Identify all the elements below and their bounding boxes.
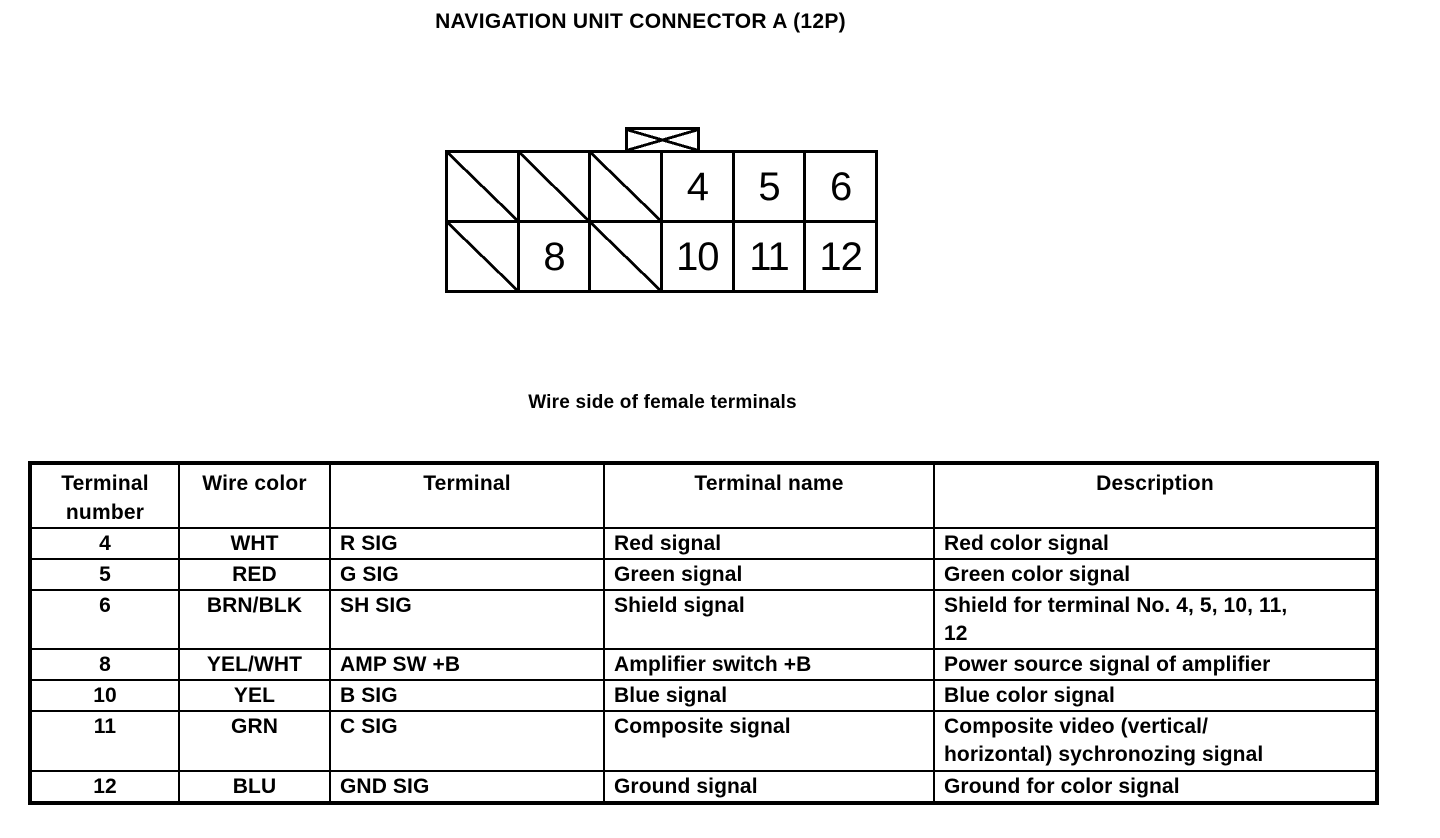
col-header-description: Description	[933, 462, 1378, 529]
cell-terminal: GND SIG	[329, 770, 605, 804]
diagram-caption: Wire side of female terminals	[528, 392, 797, 413]
pin-cell-5: 5	[734, 153, 804, 220]
cell-terminal-name: Composite signal	[603, 710, 935, 772]
cell-description: Green color signal	[933, 558, 1378, 591]
terminal-description-table: Terminal number Wire color Terminal Term…	[28, 461, 1379, 805]
pin-cell-4: 4	[662, 153, 732, 220]
pin-cell-unused	[591, 153, 660, 220]
col-header-terminal: Terminal	[329, 462, 605, 529]
cell-terminal: R SIG	[329, 527, 605, 560]
pin-cell-8: 8	[519, 223, 589, 290]
table-row: 10 YEL B SIG Blue signal Blue color sign…	[29, 679, 1378, 712]
cell-terminal-number: 5	[29, 558, 180, 591]
cell-description: Power source signal of amplifier	[933, 648, 1378, 681]
table-row: 4 WHT R SIG Red signal Red color signal	[29, 527, 1378, 560]
cell-wire-color: YEL	[178, 679, 331, 712]
table-row: 12 BLU GND SIG Ground signal Ground for …	[29, 770, 1378, 804]
cell-wire-color: BRN/BLK	[178, 589, 331, 650]
pin-cell-unused	[448, 223, 517, 290]
pin-cell-12: 12	[806, 223, 875, 290]
cell-terminal-number: 11	[29, 710, 180, 772]
cell-wire-color: GRN	[178, 710, 331, 772]
cell-description: Composite video (vertical/ horizontal) s…	[933, 710, 1378, 772]
pin-cell-6: 6	[806, 153, 875, 220]
cell-terminal: B SIG	[329, 679, 605, 712]
cell-terminal: AMP SW +B	[329, 648, 605, 681]
cell-terminal-name: Red signal	[603, 527, 935, 560]
cell-terminal: G SIG	[329, 558, 605, 591]
cell-description: Shield for terminal No. 4, 5, 10, 11, 12	[933, 589, 1378, 650]
cell-description: Ground for color signal	[933, 770, 1378, 804]
pin-cell-10: 10	[662, 223, 732, 290]
table-header-row: Terminal number Wire color Terminal Term…	[29, 462, 1378, 529]
cell-terminal-name: Green signal	[603, 558, 935, 591]
col-header-terminal-name: Terminal name	[603, 462, 935, 529]
cell-terminal-number: 8	[29, 648, 180, 681]
table-row: 6 BRN/BLK SH SIG Shield signal Shield fo…	[29, 589, 1378, 650]
cell-terminal-number: 4	[29, 527, 180, 560]
table-row: 8 YEL/WHT AMP SW +B Amplifier switch +B …	[29, 648, 1378, 681]
connector-pin-diagram: 4 5 6 8 10 11 12	[445, 150, 878, 293]
pin-cell-unused	[591, 223, 660, 290]
cell-wire-color: YEL/WHT	[178, 648, 331, 681]
cell-terminal: C SIG	[329, 710, 605, 772]
cell-terminal-name: Shield signal	[603, 589, 935, 650]
pin-cell-unused	[448, 153, 517, 220]
page-title: NAVIGATION UNIT CONNECTOR A (12P)	[435, 10, 846, 33]
cell-terminal-name: Amplifier switch +B	[603, 648, 935, 681]
col-header-terminal-number: Terminal number	[29, 462, 180, 529]
pin-cell-11: 11	[734, 223, 804, 290]
cell-terminal-name: Blue signal	[603, 679, 935, 712]
cell-terminal-name: Ground signal	[603, 770, 935, 804]
cell-terminal-number: 6	[29, 589, 180, 650]
cell-description: Red color signal	[933, 527, 1378, 560]
cell-terminal-number: 12	[29, 770, 180, 804]
pin-cell-unused	[519, 153, 589, 220]
cell-wire-color: RED	[178, 558, 331, 591]
stray-scan-dot	[718, 802, 721, 805]
col-header-wire-color: Wire color	[178, 462, 331, 529]
table-row: 5 RED G SIG Green signal Green color sig…	[29, 558, 1378, 591]
cell-wire-color: BLU	[178, 770, 331, 804]
cell-wire-color: WHT	[178, 527, 331, 560]
table-row: 11 GRN C SIG Composite signal Composite …	[29, 710, 1378, 772]
cell-terminal: SH SIG	[329, 589, 605, 650]
cell-terminal-number: 10	[29, 679, 180, 712]
cell-description: Blue color signal	[933, 679, 1378, 712]
